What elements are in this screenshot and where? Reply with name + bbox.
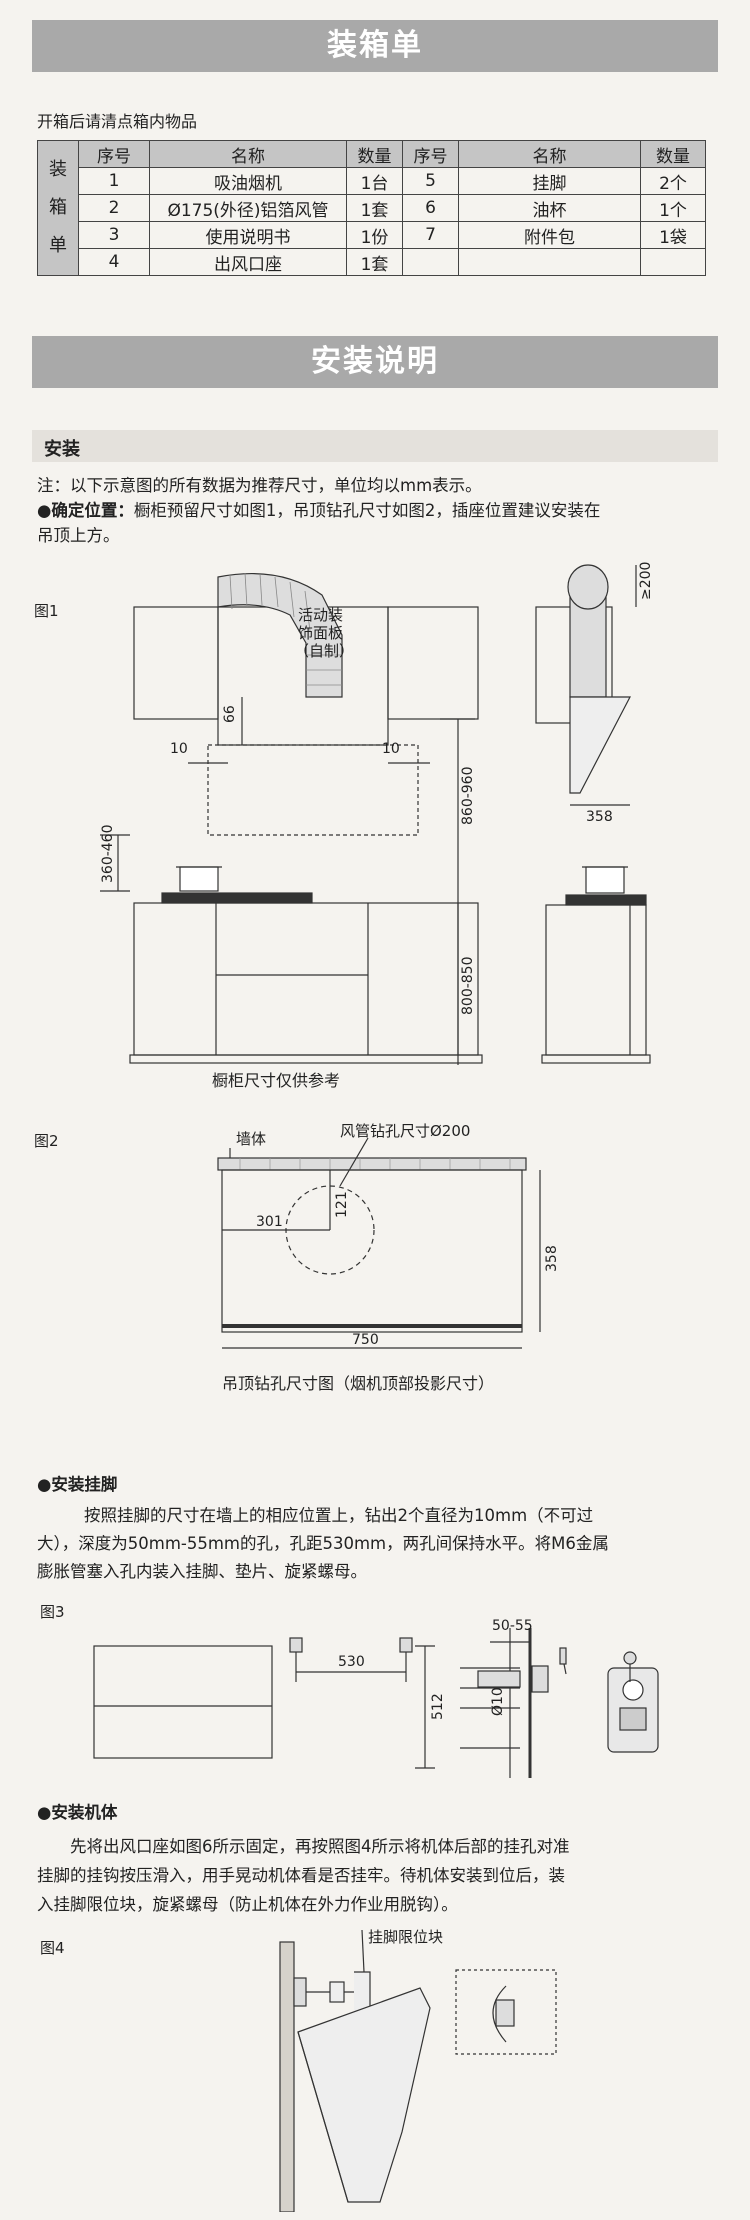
fig2-dim-121: 121: [334, 1191, 350, 1218]
header-name: 名称: [149, 140, 347, 168]
table-header-row: 装 箱 单 序号 名称 数量 序号 名称 数量: [37, 140, 706, 276]
hanger-text-1: 按照挂脚的尺寸在墙上的相应位置上，钻出2个直径为10mm（不可过: [84, 1506, 594, 1525]
install-section-title: 安装: [44, 439, 80, 460]
fig3-dim-530: 530: [338, 1654, 365, 1670]
fig3-label: 图3: [40, 1603, 65, 1621]
fig2-wall-label: 墙体: [236, 1130, 266, 1148]
fig4-mount-diagram: 挂脚限位块: [279, 1928, 557, 2212]
fig1-dim-360-460: 360-460: [100, 825, 116, 884]
fig1-cabinet-diagram: 活动装 饰面板 （自制） 66 10 10 860-960 360-460 80…: [100, 562, 654, 1065]
fig2-label: 图2: [34, 1132, 59, 1150]
body-install-text-1: 先将出风口座如图6所示固定，再按照图4所示将机体后部的挂孔对准: [70, 1837, 570, 1856]
fig1-panel-label-2: 饰面板: [298, 624, 343, 642]
fig1-dim-10-left: 10: [170, 741, 188, 757]
header-qty-2: 数量: [640, 140, 706, 168]
fig2-hole-label: 风管钻孔尺寸Ø200: [340, 1122, 470, 1140]
header-index-2: 序号: [402, 140, 459, 168]
packing-list-banner: 装箱单: [32, 20, 718, 72]
fig2-dim-301: 301: [256, 1214, 283, 1230]
fig3-dim-50-55: 50-55: [492, 1618, 533, 1634]
header-index: 序号: [78, 140, 150, 168]
body-install-text-2: 挂脚的挂钩按压滑入，用手晃动机体看是否挂牢。待机体安装到位后，装: [37, 1866, 565, 1885]
hanger-text-3: 膨胀管塞入孔内装入挂脚、垫片、旋紧螺母。: [37, 1562, 367, 1581]
packing-side-label: 装 箱 单: [37, 140, 79, 276]
fig3-hanger-diagram: 530 512 50-55 Ø10: [93, 1618, 659, 1778]
fig2-dim-750: 750: [352, 1332, 379, 1348]
header-qty: 数量: [346, 140, 403, 168]
fig2-caption: 吊顶钻孔尺寸图（烟机顶部投影尺寸）: [222, 1374, 495, 1393]
fig1-dim-66: 66: [222, 705, 238, 723]
header-name-2: 名称: [458, 140, 641, 168]
position-line-1: ●确定位置：橱柜预留尺寸如图1，吊顶钻孔尺寸如图2，插座位置建议安装在: [37, 501, 601, 520]
fig1-dim-800-850: 800-850: [460, 957, 476, 1016]
fig1-panel-label-1: 活动装: [298, 606, 343, 624]
fig4-limit-block-label: 挂脚限位块: [368, 1928, 443, 1946]
fig1-label: 图1: [34, 602, 59, 620]
body-install-title: ●安装机体: [37, 1803, 118, 1822]
fig3-dim-10: Ø10: [490, 1687, 506, 1716]
install-banner: 安装说明: [32, 336, 718, 388]
fig4-label: 图4: [40, 1939, 65, 1957]
fig2-dim-358: 358: [544, 1245, 560, 1272]
packing-note: 开箱后请清点箱内物品: [37, 112, 198, 131]
install-note: 注：以下示意图的所有数据为推荐尺寸，单位均以mm表示。: [37, 476, 482, 495]
hanger-title: ●安装挂脚: [37, 1475, 118, 1494]
fig1-dim-10-right: 10: [382, 741, 400, 757]
fig3-dim-512: 512: [430, 1693, 446, 1720]
fig2-ceiling-diagram: 墙体 风管钻孔尺寸Ø200 301 121 358 750: [217, 1122, 560, 1349]
fig1-dim-200: ≥200: [638, 562, 654, 600]
fig1-caption: 橱柜尺寸仅供参考: [212, 1071, 341, 1090]
position-line-2: 吊顶上方。: [37, 526, 120, 545]
fig1-panel-label-3: （自制）: [294, 642, 354, 660]
hanger-text-2: 大），深度为50mm-55mm的孔，孔距530mm，两孔间保持水平。将M6金属: [37, 1534, 609, 1553]
install-section-header: 安装: [32, 430, 718, 462]
body-install-text-3: 入挂脚限位块，旋紧螺母（防止机体在外力作业用脱钩）。: [37, 1895, 458, 1914]
fig1-dim-358: 358: [586, 809, 613, 825]
fig1-dim-860-960: 860-960: [460, 767, 476, 826]
